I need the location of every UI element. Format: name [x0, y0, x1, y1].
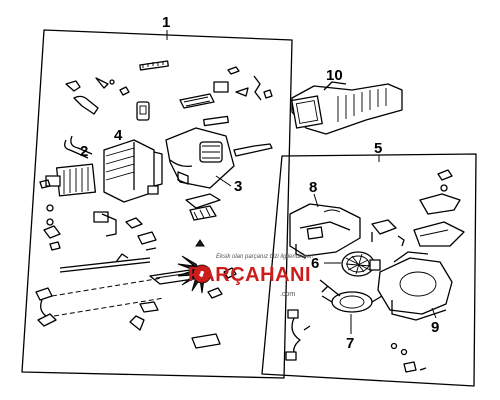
- callout-4: 4: [114, 127, 123, 144]
- panel-1-heater-assembly: 1: [21, 14, 293, 379]
- part-7-motor-seal: [321, 291, 383, 313]
- top-small-parts: [65, 60, 273, 127]
- callout-1: 1: [162, 14, 170, 31]
- callout-9-leader: [431, 307, 437, 319]
- callout-8: 8: [309, 179, 317, 196]
- callout-5: 5: [374, 140, 382, 157]
- part-3-heater-housing: [165, 127, 273, 221]
- watermark-brand: PARÇAHANI: [188, 264, 311, 286]
- upper-right-parts: [371, 169, 465, 247]
- watermark-sunburst-icon: [177, 239, 212, 294]
- part-4-heater-case-half: [103, 139, 163, 203]
- callout-8-leader: [313, 193, 319, 208]
- panel-5-blower-assembly: 5 8 6: [261, 140, 477, 387]
- part-10-air-duct: [291, 81, 403, 135]
- panel-5-frame: [261, 153, 477, 387]
- part-8-air-inlet-housing: [289, 203, 361, 259]
- parcahani-watermark-logo: PARÇAHANI Eksik olan parçanız bizi ilgil…: [177, 239, 314, 298]
- callout-3-leader: [215, 175, 232, 187]
- callout-6: 6: [311, 255, 319, 272]
- callout-3: 3: [234, 178, 242, 195]
- watermark-suffix: .com: [280, 291, 295, 298]
- wiring-harness: [285, 279, 427, 373]
- panel-1-frame: [21, 29, 293, 379]
- lower-hardware: [35, 204, 237, 349]
- callout-10: 10: [326, 67, 343, 84]
- part-2-heater-core: [39, 135, 97, 197]
- part-9-blower-housing: [377, 251, 453, 321]
- watermark-tagline: Eksik olan parçanız bizi ilgilendiriyor!: [216, 254, 314, 260]
- part-6-blower-motor: [341, 251, 381, 277]
- callout-9: 9: [431, 319, 439, 336]
- callout-2: 2: [80, 143, 88, 160]
- callout-7: 7: [346, 335, 354, 352]
